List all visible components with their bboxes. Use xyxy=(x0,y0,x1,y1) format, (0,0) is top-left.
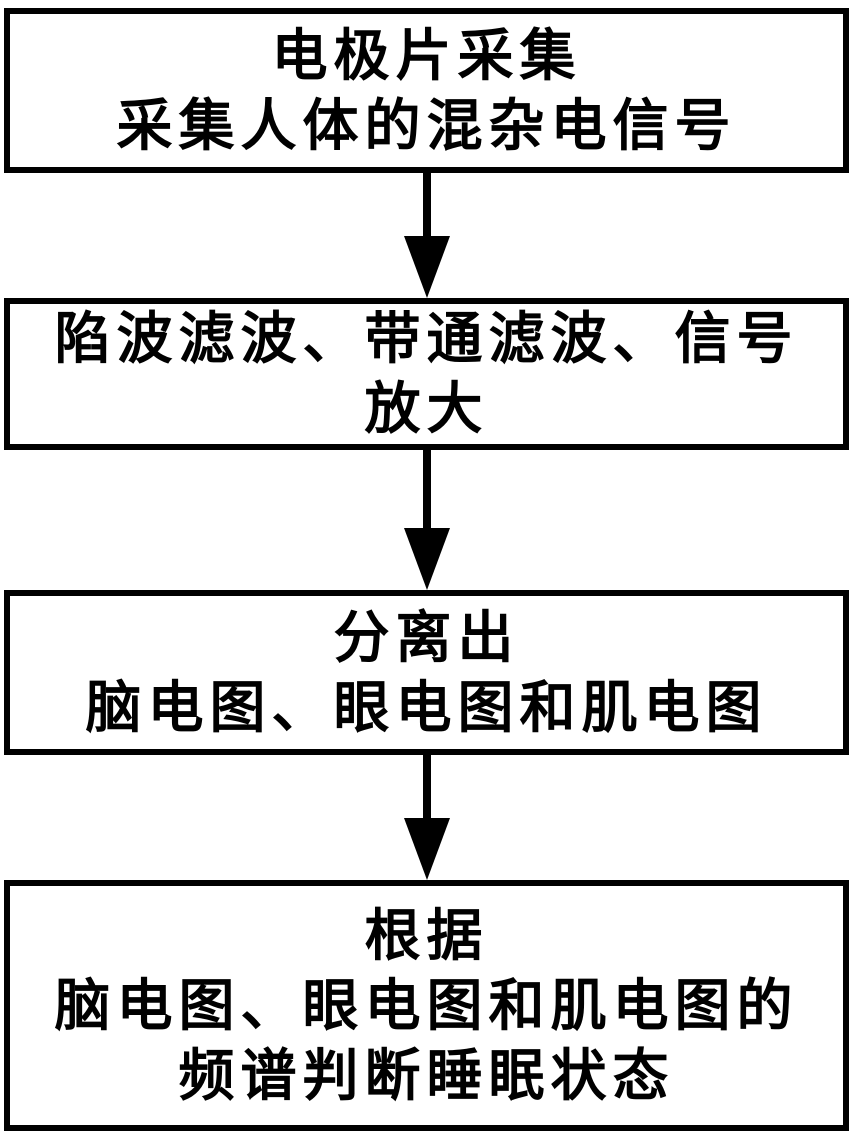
flow-step-electrode-collection: 电极片采集 采集人体的混杂电信号 xyxy=(4,8,849,173)
down-arrow-icon xyxy=(404,755,450,880)
arrow-head-icon xyxy=(404,236,450,298)
step-line: 根据 xyxy=(364,903,489,967)
arrow-stem xyxy=(423,173,431,236)
step-line: 电极片采集 xyxy=(271,23,582,87)
flow-step-sleep-state-judgment: 根据 脑电图、眼电图和肌电图的 频谱判断睡眠状态 xyxy=(4,880,849,1131)
down-arrow-icon xyxy=(404,173,450,298)
step-line: 脑电图、眼电图和肌电图的 xyxy=(54,973,799,1037)
flow-step-filtering-amplification: 陷波滤波、带通滤波、信号 放大 xyxy=(4,298,849,450)
down-arrow-icon xyxy=(404,450,450,590)
step-line: 采集人体的混杂电信号 xyxy=(116,93,737,157)
step-line: 陷波滤波、带通滤波、信号 xyxy=(54,307,799,370)
step-line: 分离出 xyxy=(333,605,520,669)
step-line: 脑电图、眼电图和肌电图 xyxy=(85,675,768,739)
flow-step-signal-separation: 分离出 脑电图、眼电图和肌电图 xyxy=(4,590,849,755)
step-line: 频谱判断睡眠状态 xyxy=(178,1043,675,1107)
arrow-head-icon xyxy=(404,818,450,880)
arrow-stem xyxy=(423,450,431,528)
arrow-stem xyxy=(423,755,431,818)
arrow-head-icon xyxy=(404,528,450,590)
step-line: 放大 xyxy=(364,377,489,440)
